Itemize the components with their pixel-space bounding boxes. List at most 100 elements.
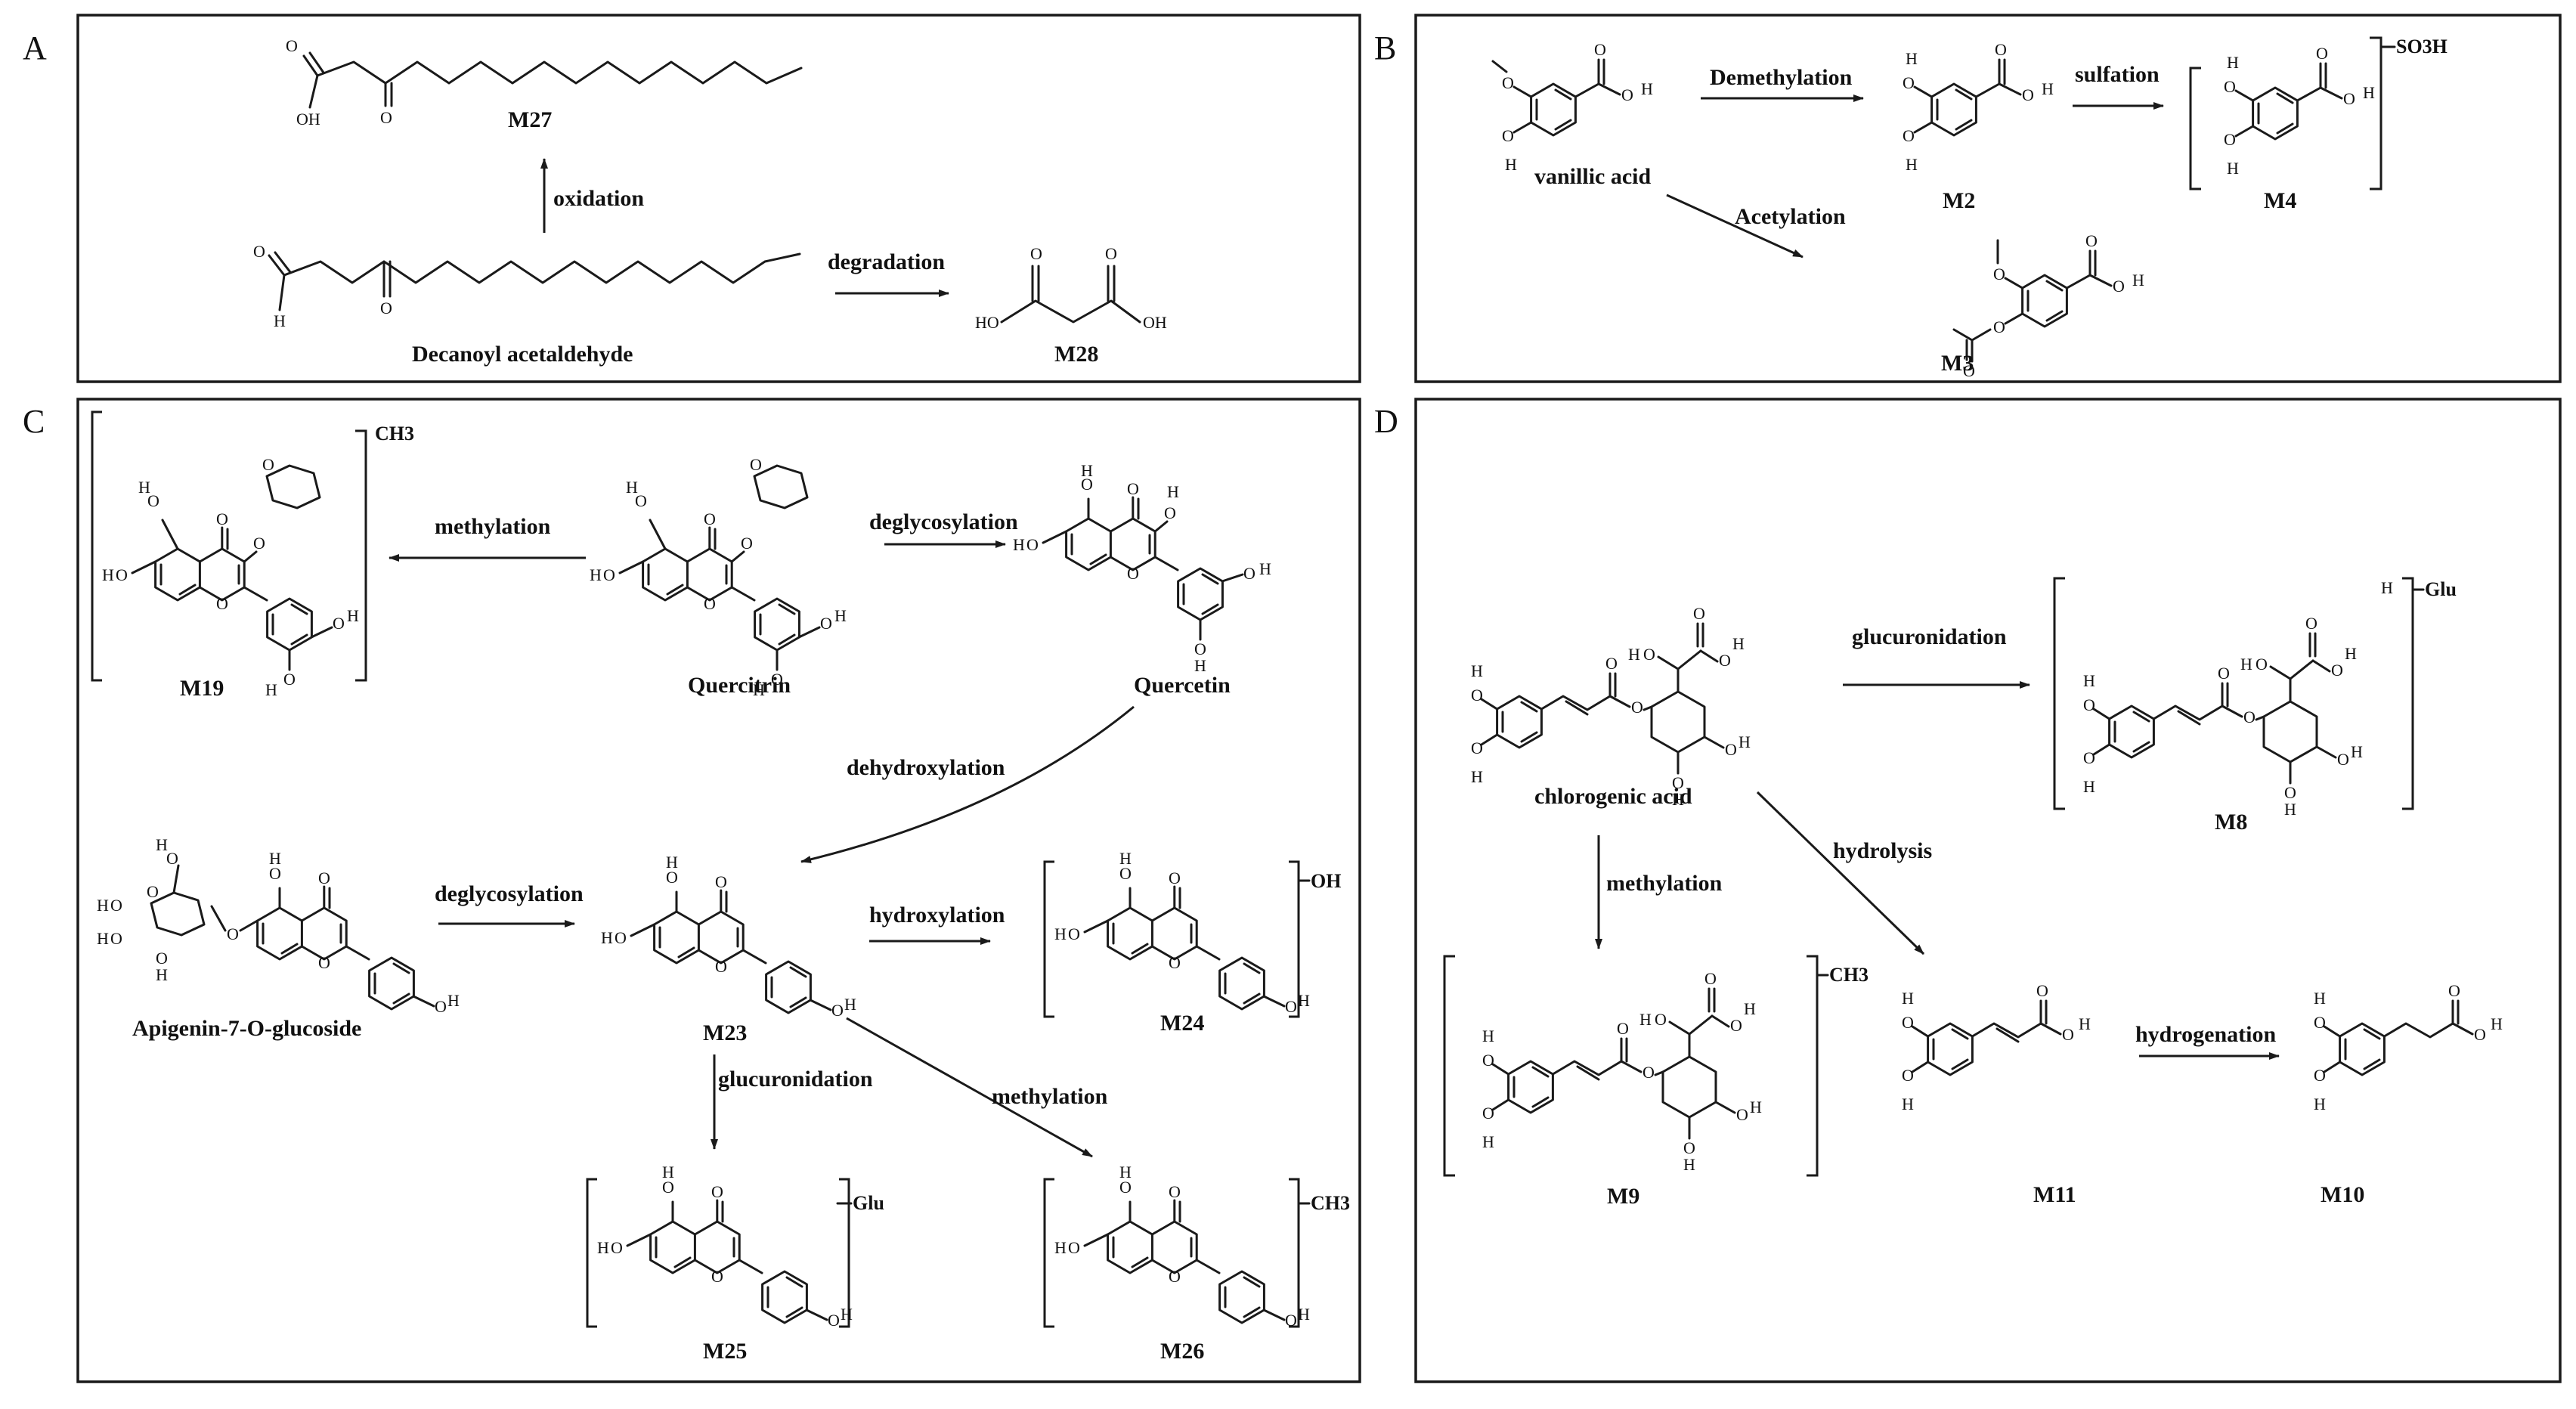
svg-text:H: H	[601, 928, 613, 947]
m28-label: M28	[1054, 342, 1098, 367]
svg-text:O: O	[1655, 1010, 1667, 1029]
m8-glu-tag: Glu	[2425, 578, 2457, 600]
svg-text:H: H	[834, 606, 847, 625]
m25-bracket-right	[839, 1178, 850, 1328]
svg-text:O: O	[435, 997, 447, 1016]
m26-structure: O H O H O H	[1054, 1163, 1310, 1330]
svg-text:O: O	[147, 491, 159, 510]
vanillic-acid-structure: O O H O O H	[1491, 40, 1653, 174]
chlorogenic-acid-label: chlorogenic acid	[1534, 784, 1692, 809]
quercitrin-structure: O H O H O O H O H	[590, 454, 847, 699]
svg-text:H: H	[2345, 644, 2357, 663]
m8-bracket-right	[2402, 577, 2414, 810]
m25-structure: O H O H O H	[597, 1163, 853, 1330]
svg-text:H: H	[1628, 645, 1640, 664]
dehydroxylation-label: dehydroxylation	[847, 755, 1005, 780]
panel-b-letter: B	[1374, 29, 1396, 67]
demethylation-label: Demethylation	[1710, 65, 1853, 90]
m24-bracket-right	[1289, 860, 1300, 1018]
svg-text:O: O	[2218, 664, 2230, 683]
methylation-top-label: methylation	[435, 514, 551, 539]
svg-text:O: O	[1725, 740, 1737, 759]
svg-text:H: H	[102, 565, 114, 584]
m26-label: M26	[1160, 1339, 1204, 1364]
decanoyl-acetaldehyde-label: Decanoyl acetaldehyde	[412, 342, 633, 367]
svg-text:H: H	[2227, 159, 2239, 178]
svg-text:O: O	[380, 299, 392, 317]
svg-text:O: O	[2062, 1025, 2074, 1044]
svg-text:O: O	[771, 670, 783, 689]
svg-text:O: O	[1030, 244, 1042, 263]
m3-structure: O O H O O O	[1952, 231, 2144, 380]
svg-text:H: H	[2491, 1014, 2503, 1033]
svg-text:O: O	[666, 868, 678, 887]
svg-text:O: O	[166, 849, 178, 868]
m23-structure: O H O H O H	[601, 853, 856, 1020]
panel-c-frame	[76, 398, 1361, 1383]
svg-text:O: O	[227, 924, 239, 943]
m24-structure: O H O H O H	[1054, 849, 1310, 1016]
svg-text:H: H	[1013, 535, 1025, 554]
svg-text:H: H	[2042, 79, 2054, 98]
svg-text:O: O	[1471, 686, 1483, 704]
svg-text:H: H	[97, 896, 109, 915]
dehydroxylation-arrow	[800, 705, 1135, 863]
svg-text:H: H	[1298, 991, 1310, 1010]
m2-structure: O O H O H O H	[1903, 40, 2054, 174]
m19-bracket-left	[91, 410, 102, 682]
svg-text:H: H	[1081, 461, 1093, 480]
panel-a-frame	[76, 14, 1361, 383]
svg-text:O: O	[1471, 739, 1483, 757]
m9-bracket-left	[1443, 955, 1455, 1177]
svg-text:O: O	[1482, 1104, 1494, 1123]
svg-text:O: O	[2085, 231, 2098, 250]
svg-text:H: H	[1054, 1238, 1067, 1257]
svg-text:O: O	[1068, 924, 1080, 943]
svg-text:H: H	[1672, 790, 1684, 809]
m4-structure: O O H O H O H	[2224, 44, 2375, 178]
chlorogenic-acid-structure: O H O H O O O O H O H O H O H	[1471, 604, 1751, 809]
svg-text:O: O	[2113, 277, 2125, 296]
m4-bracket-left	[2189, 67, 2201, 190]
svg-text:O: O	[2474, 1025, 2486, 1044]
methylation-bottom-arrow	[846, 1017, 1093, 1158]
svg-text:O: O	[2337, 750, 2349, 769]
svg-text:H: H	[1732, 634, 1745, 653]
svg-text:O: O	[1719, 651, 1731, 670]
svg-text:H: H	[1641, 79, 1653, 98]
m27-label: M27	[508, 107, 552, 132]
svg-text:H: H	[2079, 1014, 2091, 1033]
svg-text:H: H	[2351, 742, 2363, 761]
m24-bracket-left	[1043, 860, 1054, 1018]
svg-text:H: H	[1482, 1027, 1494, 1045]
svg-text:O: O	[1902, 1013, 1914, 1032]
svg-text:O: O	[1704, 969, 1717, 988]
svg-text:H: H	[274, 311, 286, 330]
svg-text:H: H	[1744, 999, 1756, 1018]
methylation-d-label: methylation	[1606, 871, 1723, 896]
svg-text:H: H	[666, 853, 678, 872]
m4-so3h-tag: SO3H	[2396, 36, 2448, 57]
svg-text:H: H	[265, 680, 277, 699]
svg-text:O: O	[2224, 77, 2236, 96]
svg-text:O: O	[116, 565, 128, 584]
quercitrin-label: Quercitrin	[688, 673, 791, 698]
svg-text:H: H	[844, 995, 856, 1014]
svg-text:O: O	[1993, 265, 2005, 283]
svg-text:O: O	[615, 928, 627, 947]
svg-text:O: O	[1683, 1138, 1695, 1157]
svg-text:O: O	[333, 614, 345, 633]
svg-text:H: H	[2363, 83, 2375, 102]
svg-text:O: O	[1643, 645, 1655, 664]
svg-text:O: O	[1502, 126, 1514, 145]
svg-text:H: H	[2284, 800, 2296, 819]
panel-b-frame	[1414, 14, 2562, 383]
svg-text:H: H	[1167, 482, 1179, 501]
svg-text:H: H	[1750, 1098, 1762, 1116]
svg-text:H: H	[1505, 155, 1517, 174]
svg-text:H: H	[2240, 655, 2252, 674]
svg-text:O: O	[2316, 44, 2328, 63]
svg-text:H: H	[1902, 989, 1914, 1008]
svg-text:HO: HO	[975, 313, 999, 332]
svg-text:OH: OH	[1143, 313, 1167, 332]
